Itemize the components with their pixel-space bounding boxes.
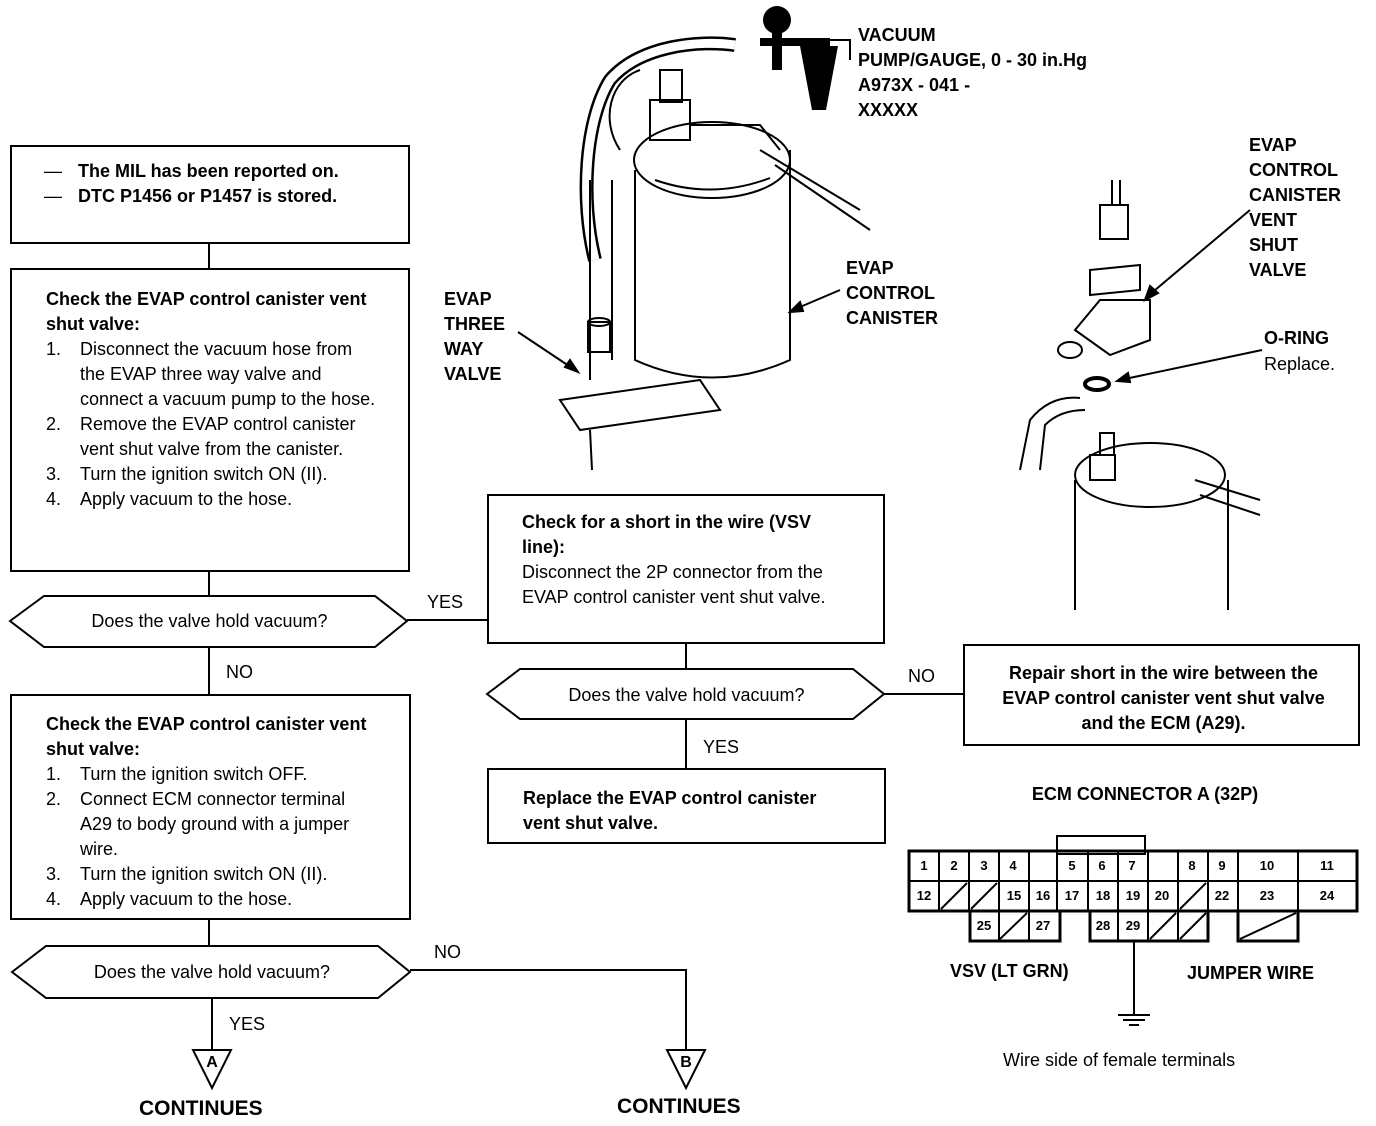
start-line-2: DTC P1456 or P1457 is stored. [78,186,338,206]
three-way-valve-label: EVAP THREE WAY VALVE [444,289,506,384]
connector-pin-20: 20 [1154,888,1170,903]
check2-heading: Check the EVAP control canister vent shu… [46,714,367,759]
check2-step: 4.Apply vacuum to the hose. [46,889,293,909]
connector-title: ECM CONNECTOR A (32P) [1031,784,1259,804]
connector-pin-2: 2 [950,858,958,873]
decision3-yes: YES [703,737,740,757]
check2-box: Check the EVAP control canister vent shu… [10,694,411,920]
o-ring-label: O-RING [1264,328,1329,348]
connector-pin-1: 1 [920,858,928,873]
continue-a-label: CONTINUES [139,1097,263,1120]
check2-step: 3.Turn the ignition switch ON (II). [46,864,328,884]
decision1-shape [8,595,409,648]
connector-pin-8: 8 [1188,858,1196,873]
canister-label: EVAP CONTROL CANISTER [846,258,939,328]
decision2-no: NO [434,942,461,962]
check1-step: 2.Remove the EVAP control canister vent … [46,414,356,459]
decision1-yes: YES [427,592,464,612]
replace-box: Replace the EVAP control canister vent s… [487,768,886,844]
connector-pin-12: 12 [916,888,932,903]
check1-box: Check the EVAP control canister vent shu… [10,268,410,572]
short-check-box: Check for a short in the wire (VSV line)… [487,494,885,644]
start-box: —The MIL has been reported on. —DTC P145… [10,145,410,244]
vent-shut-valve-label: EVAP CONTROL CANISTER VENT SHUT VALVE [1249,135,1342,280]
repair-text: Repair short in the wire between the EVA… [1002,663,1325,733]
vacuum-pump-gauge-illustration [760,6,851,110]
ecm-connector-grid [907,835,1359,943]
connector-pin-7: 7 [1128,858,1136,873]
decision3-shape [485,668,886,720]
connector-pin-3: 3 [980,858,988,873]
continue-a-letter: A [206,1054,218,1071]
replace-text: Replace the EVAP control canister vent s… [523,788,817,833]
short-check-heading: Check for a short in the wire (VSV line)… [522,512,812,557]
connector-pin-6: 6 [1098,858,1106,873]
check1-step: 1.Disconnect the vacuum hose from the EV… [46,339,376,409]
decision3-no: NO [908,666,935,686]
canister-illustration [558,36,871,471]
connector-pin-5: 5 [1068,858,1076,873]
o-ring-note: Replace. [1264,354,1336,374]
decision3-text: Does the valve hold vacuum? [568,685,805,705]
check1-step: 4.Apply vacuum to the hose. [46,489,293,509]
connector-pin-24: 24 [1319,888,1335,903]
connector-pin-28: 28 [1095,918,1111,933]
continue-a-triangle [191,1049,233,1091]
connector-pin-22: 22 [1214,888,1230,903]
connector-pin-19: 19 [1125,888,1141,903]
continue-b-label: CONTINUES [617,1095,741,1118]
check1-step: 3.Turn the ignition switch ON (II). [46,464,328,484]
start-line-1: The MIL has been reported on. [78,161,339,181]
connector-pin-10: 10 [1259,858,1275,873]
vsv-label: VSV (LT GRN) [950,961,1069,981]
connector-pin-16: 16 [1035,888,1051,903]
connector-pin-29: 29 [1125,918,1141,933]
connector-pin-17: 17 [1064,888,1080,903]
continue-b-triangle [665,1049,707,1091]
connector-caption: Wire side of female terminals [1003,1050,1236,1070]
connector-pin-23: 23 [1259,888,1275,903]
vacuum-pump-label: VACUUM PUMP/GAUGE, 0 - 30 in.Hg A973X - … [858,25,1088,120]
continue-b-letter: B [680,1054,692,1071]
check2-step: 1.Turn the ignition switch OFF. [46,764,308,784]
check2-step: 2.Connect ECM connector terminal A29 to … [46,789,350,859]
check1-heading: Check the EVAP control canister vent shu… [46,289,367,334]
connector-pin-11: 11 [1320,858,1334,873]
decision2-text: Does the valve hold vacuum? [93,962,331,982]
decision1-no: NO [226,662,253,682]
connector-pin-25: 25 [976,918,992,933]
decision2-yes: YES [229,1014,266,1034]
decision1-text: Does the valve hold vacuum? [91,611,328,631]
vent-shut-valve-illustration [1019,180,1261,610]
connector-pin-9: 9 [1218,858,1226,873]
repair-box: Repair short in the wire between the EVA… [963,644,1360,746]
connector-pin-4: 4 [1009,858,1017,873]
decision2-shape [10,945,412,999]
jumper-wire-label: JUMPER WIRE [1187,963,1315,983]
connector-pin-15: 15 [1006,888,1022,903]
connector-pin-27: 27 [1035,918,1051,933]
connector-pin-18: 18 [1095,888,1111,903]
short-check-body: Disconnect the 2P connector from the EVA… [522,562,826,607]
